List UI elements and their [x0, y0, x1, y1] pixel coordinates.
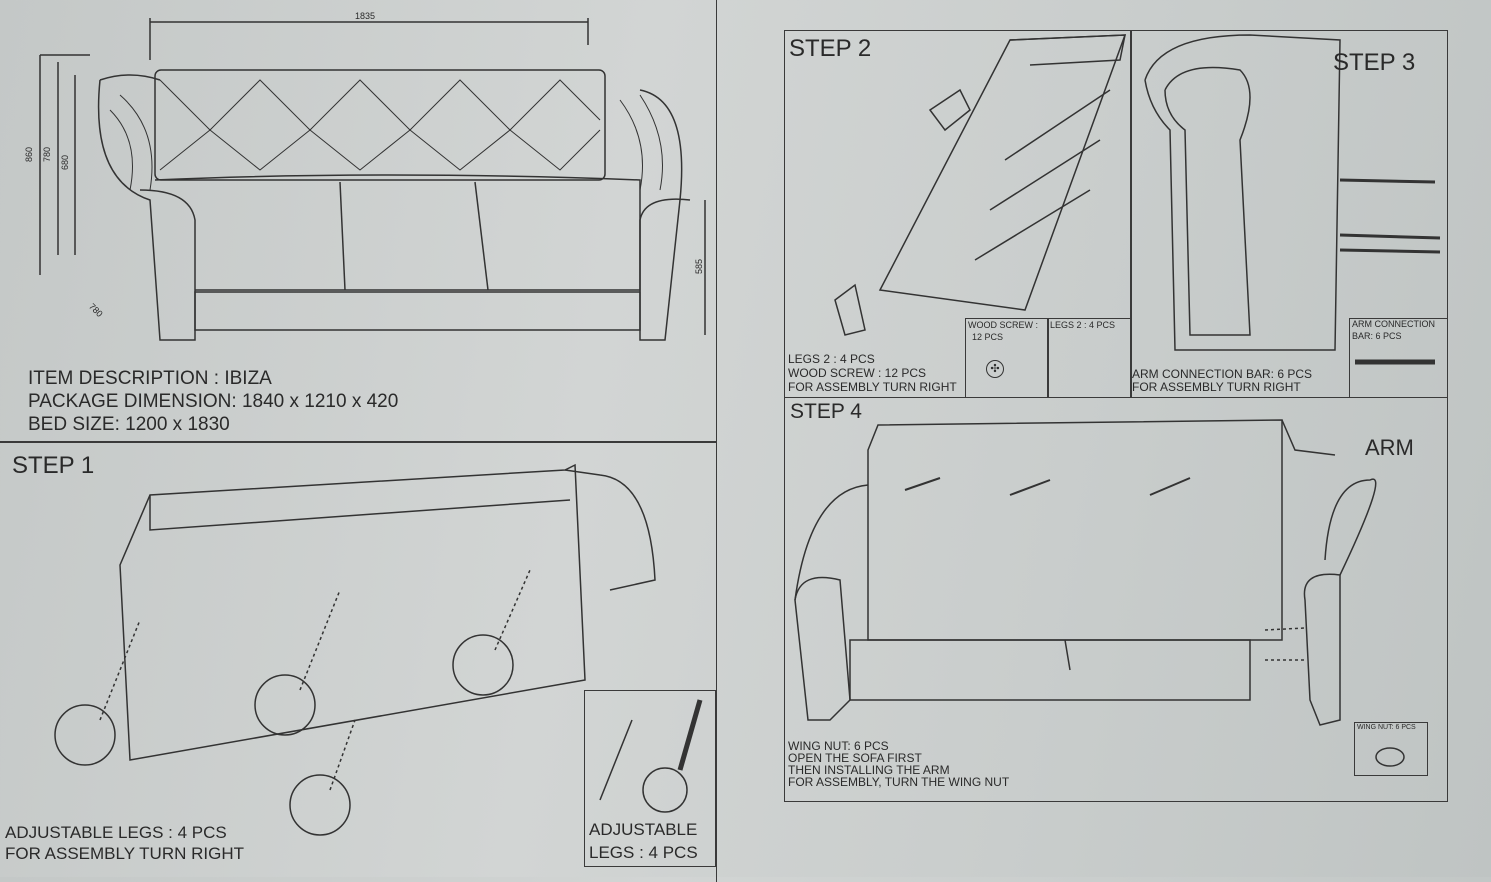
step1-inset-line1: ADJUSTABLE [589, 820, 698, 839]
arm-bar-inset-box [1349, 318, 1448, 398]
sofa-front-view [39, 18, 706, 341]
wing-nut-inset-label: WING NUT: 6 PCS [1357, 724, 1416, 731]
arm-label: ARM [1365, 435, 1414, 460]
screw-icon: ✣ [986, 360, 1004, 378]
step4-caption-line4: FOR ASSEMBLY, TURN THE WING NUT [788, 775, 1010, 789]
step2-frame-drawing [834, 34, 1127, 336]
step1-title: STEP 1 [12, 452, 95, 479]
bed-size: BED SIZE: 1200 x 1830 [28, 414, 230, 435]
legs-inset-label: LEGS 2 : 4 PCS [1050, 320, 1116, 330]
step2-caption-line2: WOOD SCREW : 12 PCS [788, 366, 927, 380]
step1-inset-box [584, 690, 716, 867]
step3-arm-drawing [1144, 34, 1441, 365]
dimension-seat-height: 585 [694, 258, 705, 275]
step3-title: STEP 3 [1333, 49, 1416, 76]
step1-caption-line2: FOR ASSEMBLY TURN RIGHT [5, 844, 244, 863]
step2-caption-line1: LEGS 2 : 4 PCS [788, 352, 875, 366]
step4-caption-line1: WING NUT: 6 PCS [788, 739, 889, 753]
arm-bar-inset-line1: ARM CONNECTION [1352, 319, 1435, 329]
step3-caption-line2: FOR ASSEMBLY TURN RIGHT [1132, 380, 1301, 394]
step1-caption-line1: ADJUSTABLE LEGS : 4 PCS [5, 823, 227, 842]
arm-bar-inset-line2: BAR: 6 PCS [1352, 331, 1402, 341]
step4-caption-line3: THEN INSTALLING THE ARM [788, 763, 950, 777]
overview-panel [0, 0, 717, 443]
dimension-width: 1835 [355, 11, 376, 21]
step2-title: STEP 2 [789, 35, 872, 62]
step4-sofa-drawing [794, 419, 1405, 767]
package-dimension: PACKAGE DIMENSION: 1840 x 1210 x 420 [28, 391, 399, 412]
dimension-height-680: 680 [60, 154, 71, 171]
dimension-height-780: 780 [42, 146, 53, 163]
step4-caption-line2: OPEN THE SOFA FIRST [788, 751, 922, 765]
step1-sofa-base-drawing [54, 463, 703, 836]
step4-title: STEP 4 [790, 400, 862, 423]
step1-panel [0, 441, 717, 882]
item-description: ITEM DESCRIPTION : IBIZA [28, 368, 272, 389]
step1-inset-line2: LEGS : 4 PCS [589, 843, 698, 862]
wood-screw-inset-line1: WOOD SCREW : [968, 320, 1038, 330]
legs-inset-box [1047, 318, 1131, 398]
wing-nut-inset-box [1354, 722, 1428, 776]
step2-caption-line3: FOR ASSEMBLY TURN RIGHT [788, 380, 957, 394]
wood-screw-inset-line2: 12 PCS [972, 332, 1004, 342]
step3-caption-line1: ARM CONNECTION BAR: 6 PCS [1132, 367, 1313, 381]
wood-screw-inset-box [965, 318, 1049, 398]
dimension-height-860: 860 [24, 146, 35, 163]
